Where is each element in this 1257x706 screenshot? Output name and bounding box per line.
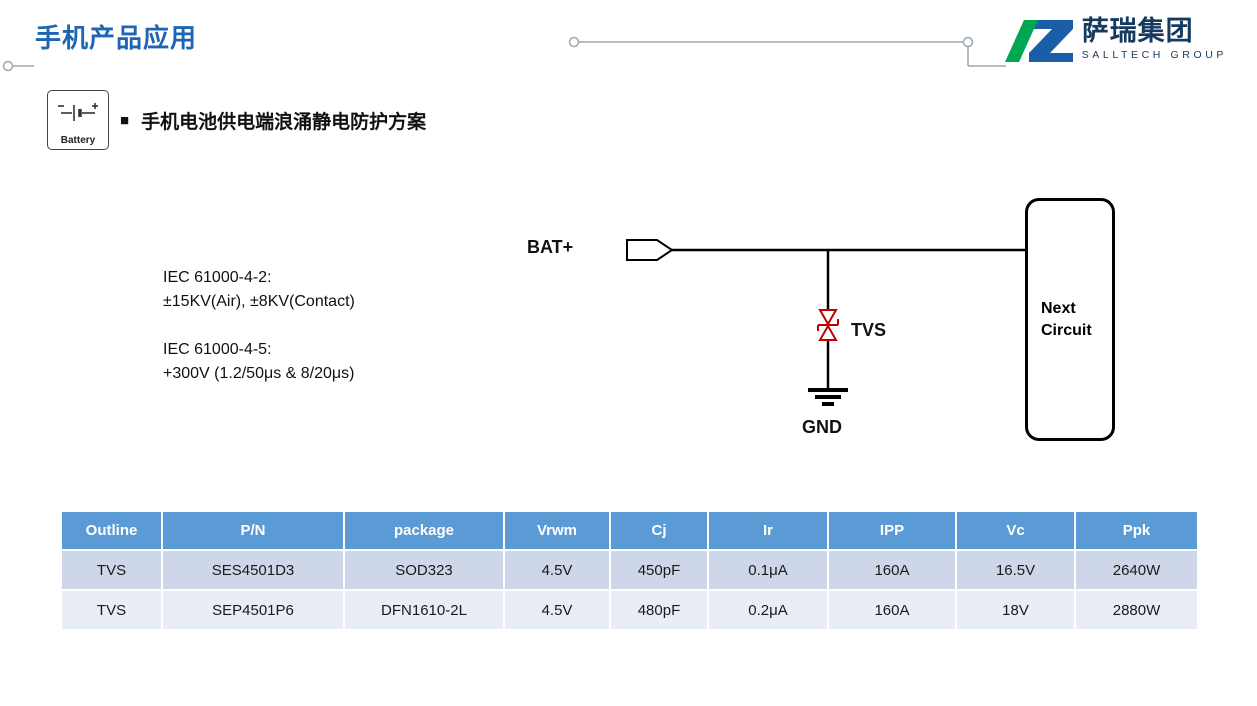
bat-plus-label: BAT+: [527, 237, 574, 257]
table-cell: 2640W: [1075, 550, 1197, 591]
battery-icon: [58, 103, 98, 121]
tvs-label: TVS: [851, 320, 887, 340]
table-row: TVS SES4501D3 SOD323 4.5V 450pF 0.1μA 16…: [62, 550, 1197, 591]
table-cell: SEP4501P6: [162, 590, 345, 631]
spec-line-3: IEC 61000-4-5:: [163, 341, 272, 358]
column-header-outline: Outline: [62, 512, 163, 551]
next-circuit-box: Next Circuit: [1025, 198, 1115, 441]
table-cell: TVS: [62, 550, 163, 591]
column-header-pn: P/N: [162, 512, 345, 551]
battery-card: Battery: [47, 90, 109, 150]
column-header-ppk: Ppk: [1075, 512, 1197, 551]
tvs-diode-icon: [817, 309, 839, 341]
table-cell: SOD323: [344, 550, 505, 591]
spec-text-block: IEC 61000-4-2: ±15KV(Air), ±8KV(Contact)…: [163, 266, 355, 386]
logo-mark-icon: [1004, 20, 1073, 62]
table-cell: 4.5V: [504, 550, 611, 591]
logo-company-name: 萨瑞集团: [1081, 16, 1194, 46]
column-header-package: package: [344, 512, 505, 551]
table-cell: 480pF: [610, 590, 709, 631]
table-cell: 0.1μA: [708, 550, 829, 591]
section-heading: ■ 手机电池供电端浪涌静电防护方案: [120, 107, 426, 134]
table-cell: 160A: [828, 550, 957, 591]
ground-icon: [808, 388, 848, 406]
column-header-cj: Cj: [610, 512, 709, 551]
next-circuit-line2: Circuit: [1041, 321, 1092, 339]
table-cell: 0.2μA: [708, 590, 829, 631]
spec-table: Outline P/N package Vrwm Cj Ir IPP Vc Pp…: [62, 512, 1197, 631]
logo-company-subtitle: SALLTECH GROUP: [1081, 49, 1227, 62]
table-cell: 18V: [956, 590, 1076, 631]
table-header-row: Outline P/N package Vrwm Cj Ir IPP Vc Pp…: [62, 512, 1197, 551]
table-cell: 2880W: [1075, 590, 1197, 631]
circuit-wires: [672, 248, 1025, 388]
table-cell: 4.5V: [504, 590, 611, 631]
bat-connector-icon: [626, 239, 674, 261]
table-cell: 16.5V: [956, 550, 1076, 591]
table-cell: 450pF: [610, 550, 709, 591]
section-heading-text: 手机电池供电端浪涌静电防护方案: [141, 112, 427, 133]
column-header-vc: Vc: [956, 512, 1076, 551]
table-cell: DFN1610-2L: [344, 590, 505, 631]
table-cell: TVS: [62, 590, 163, 631]
spec-line-4: +300V (1.2/50μs & 8/20μs): [163, 365, 355, 382]
battery-card-label: Battery: [60, 135, 96, 146]
table-cell: 160A: [828, 590, 957, 631]
gnd-label: GND: [802, 417, 842, 437]
section-bullet: ■: [120, 112, 130, 129]
table-row: TVS SEP4501P6 DFN1610-2L 4.5V 480pF 0.2μ…: [62, 590, 1197, 631]
table-cell: SES4501D3: [162, 550, 345, 591]
spec-line-1: IEC 61000-4-2:: [163, 269, 272, 286]
page-title: 手机产品应用: [35, 23, 198, 53]
spec-line-2: ±15KV(Air), ±8KV(Contact): [163, 293, 355, 310]
column-header-ir: Ir: [708, 512, 829, 551]
column-header-ipp: IPP: [828, 512, 957, 551]
logo: 萨瑞集团 SALLTECH GROUP: [1003, 16, 1227, 66]
next-circuit-line1: Next: [1041, 299, 1076, 317]
column-header-vrwm: Vrwm: [504, 512, 611, 551]
